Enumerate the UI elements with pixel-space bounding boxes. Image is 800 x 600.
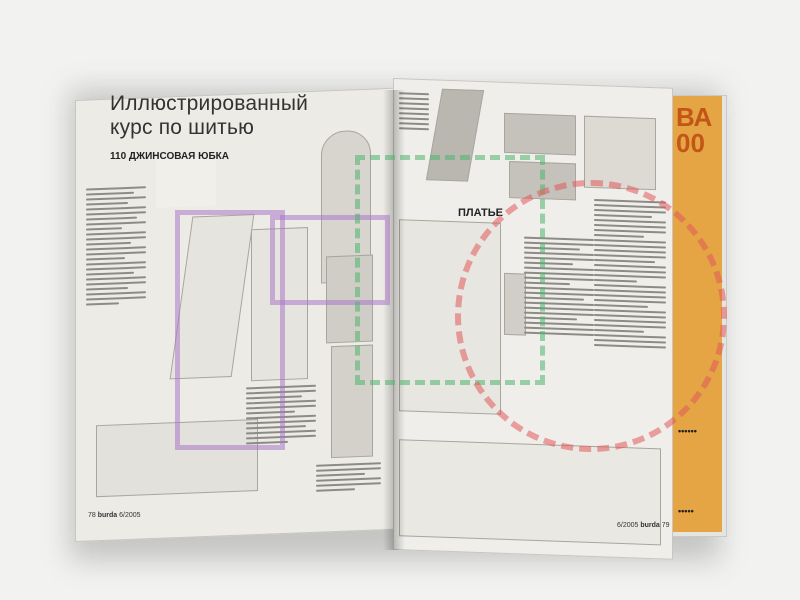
section-heading-text: 110 ДЖИНСОВАЯ ЮБКА xyxy=(110,151,229,162)
text-column xyxy=(316,459,381,494)
cover-small-text: ••••• xyxy=(678,506,694,516)
text-column xyxy=(86,183,146,308)
issue-number: 6/2005 xyxy=(119,512,141,519)
book-gutter xyxy=(383,90,405,550)
page-title: Иллюстрированный курс по шитью xyxy=(110,92,308,140)
right-section-heading: ПЛАТЬЕ xyxy=(458,207,503,219)
page-number: 78 xyxy=(88,512,96,519)
section-heading: 110 ДЖИНСОВАЯ ЮБКА xyxy=(110,151,229,162)
title-line: Иллюстрированный xyxy=(110,92,309,115)
brand-name: burda xyxy=(97,512,118,519)
watermark-stamp xyxy=(270,215,390,305)
title-line: курс по шитью xyxy=(110,116,255,139)
cover-text-fragment: ВА xyxy=(676,102,713,132)
skirt-illustration xyxy=(156,155,216,208)
pattern-layout xyxy=(399,439,661,546)
watermark-stamp xyxy=(175,210,285,450)
page-number: 79 xyxy=(661,522,670,529)
pattern-piece xyxy=(584,115,656,191)
right-footer: 6/2005 burda 79 xyxy=(617,522,670,529)
cover-small-text: •••••• xyxy=(678,426,697,436)
cover-text-fragment: 00 xyxy=(676,128,705,158)
watermark-stamp xyxy=(455,180,727,452)
brand-name: burda xyxy=(640,522,660,529)
pattern-piece xyxy=(504,112,576,156)
left-footer: 78 burda 6/2005 xyxy=(88,512,141,519)
right-section-heading-text: ПЛАТЬЕ xyxy=(458,207,503,219)
issue-number: 6/2005 xyxy=(617,522,639,529)
